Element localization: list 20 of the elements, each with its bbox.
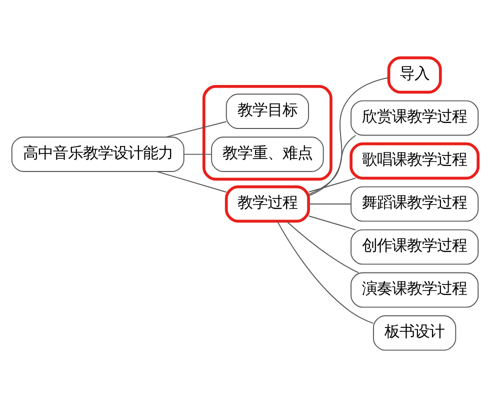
node-box: 舞蹈课教学过程 bbox=[350, 186, 479, 222]
connector bbox=[183, 154, 212, 155]
node-box: 板书设计 bbox=[373, 315, 456, 351]
node-box: 教学目标 bbox=[226, 94, 310, 129]
node-box: 欣赏课教学过程 bbox=[350, 100, 479, 136]
connector bbox=[286, 220, 360, 274]
node-box: 歌唱课教学过程 bbox=[350, 142, 480, 180]
connector bbox=[308, 178, 356, 192]
connector bbox=[156, 171, 227, 193]
node-box: 演奏课教学过程 bbox=[350, 272, 479, 308]
connector bbox=[276, 221, 374, 324]
connector bbox=[308, 134, 356, 195]
node-box: 教学过程 bbox=[224, 185, 310, 223]
connector bbox=[166, 121, 227, 138]
node-box: 创作课教学过程 bbox=[350, 229, 479, 265]
connector bbox=[308, 77, 389, 196]
cluster bbox=[202, 85, 332, 181]
node-box: 教学重、难点 bbox=[211, 136, 324, 172]
node-box: 导入 bbox=[387, 56, 442, 94]
node-box: 高中音乐教学设计能力 bbox=[11, 136, 184, 172]
